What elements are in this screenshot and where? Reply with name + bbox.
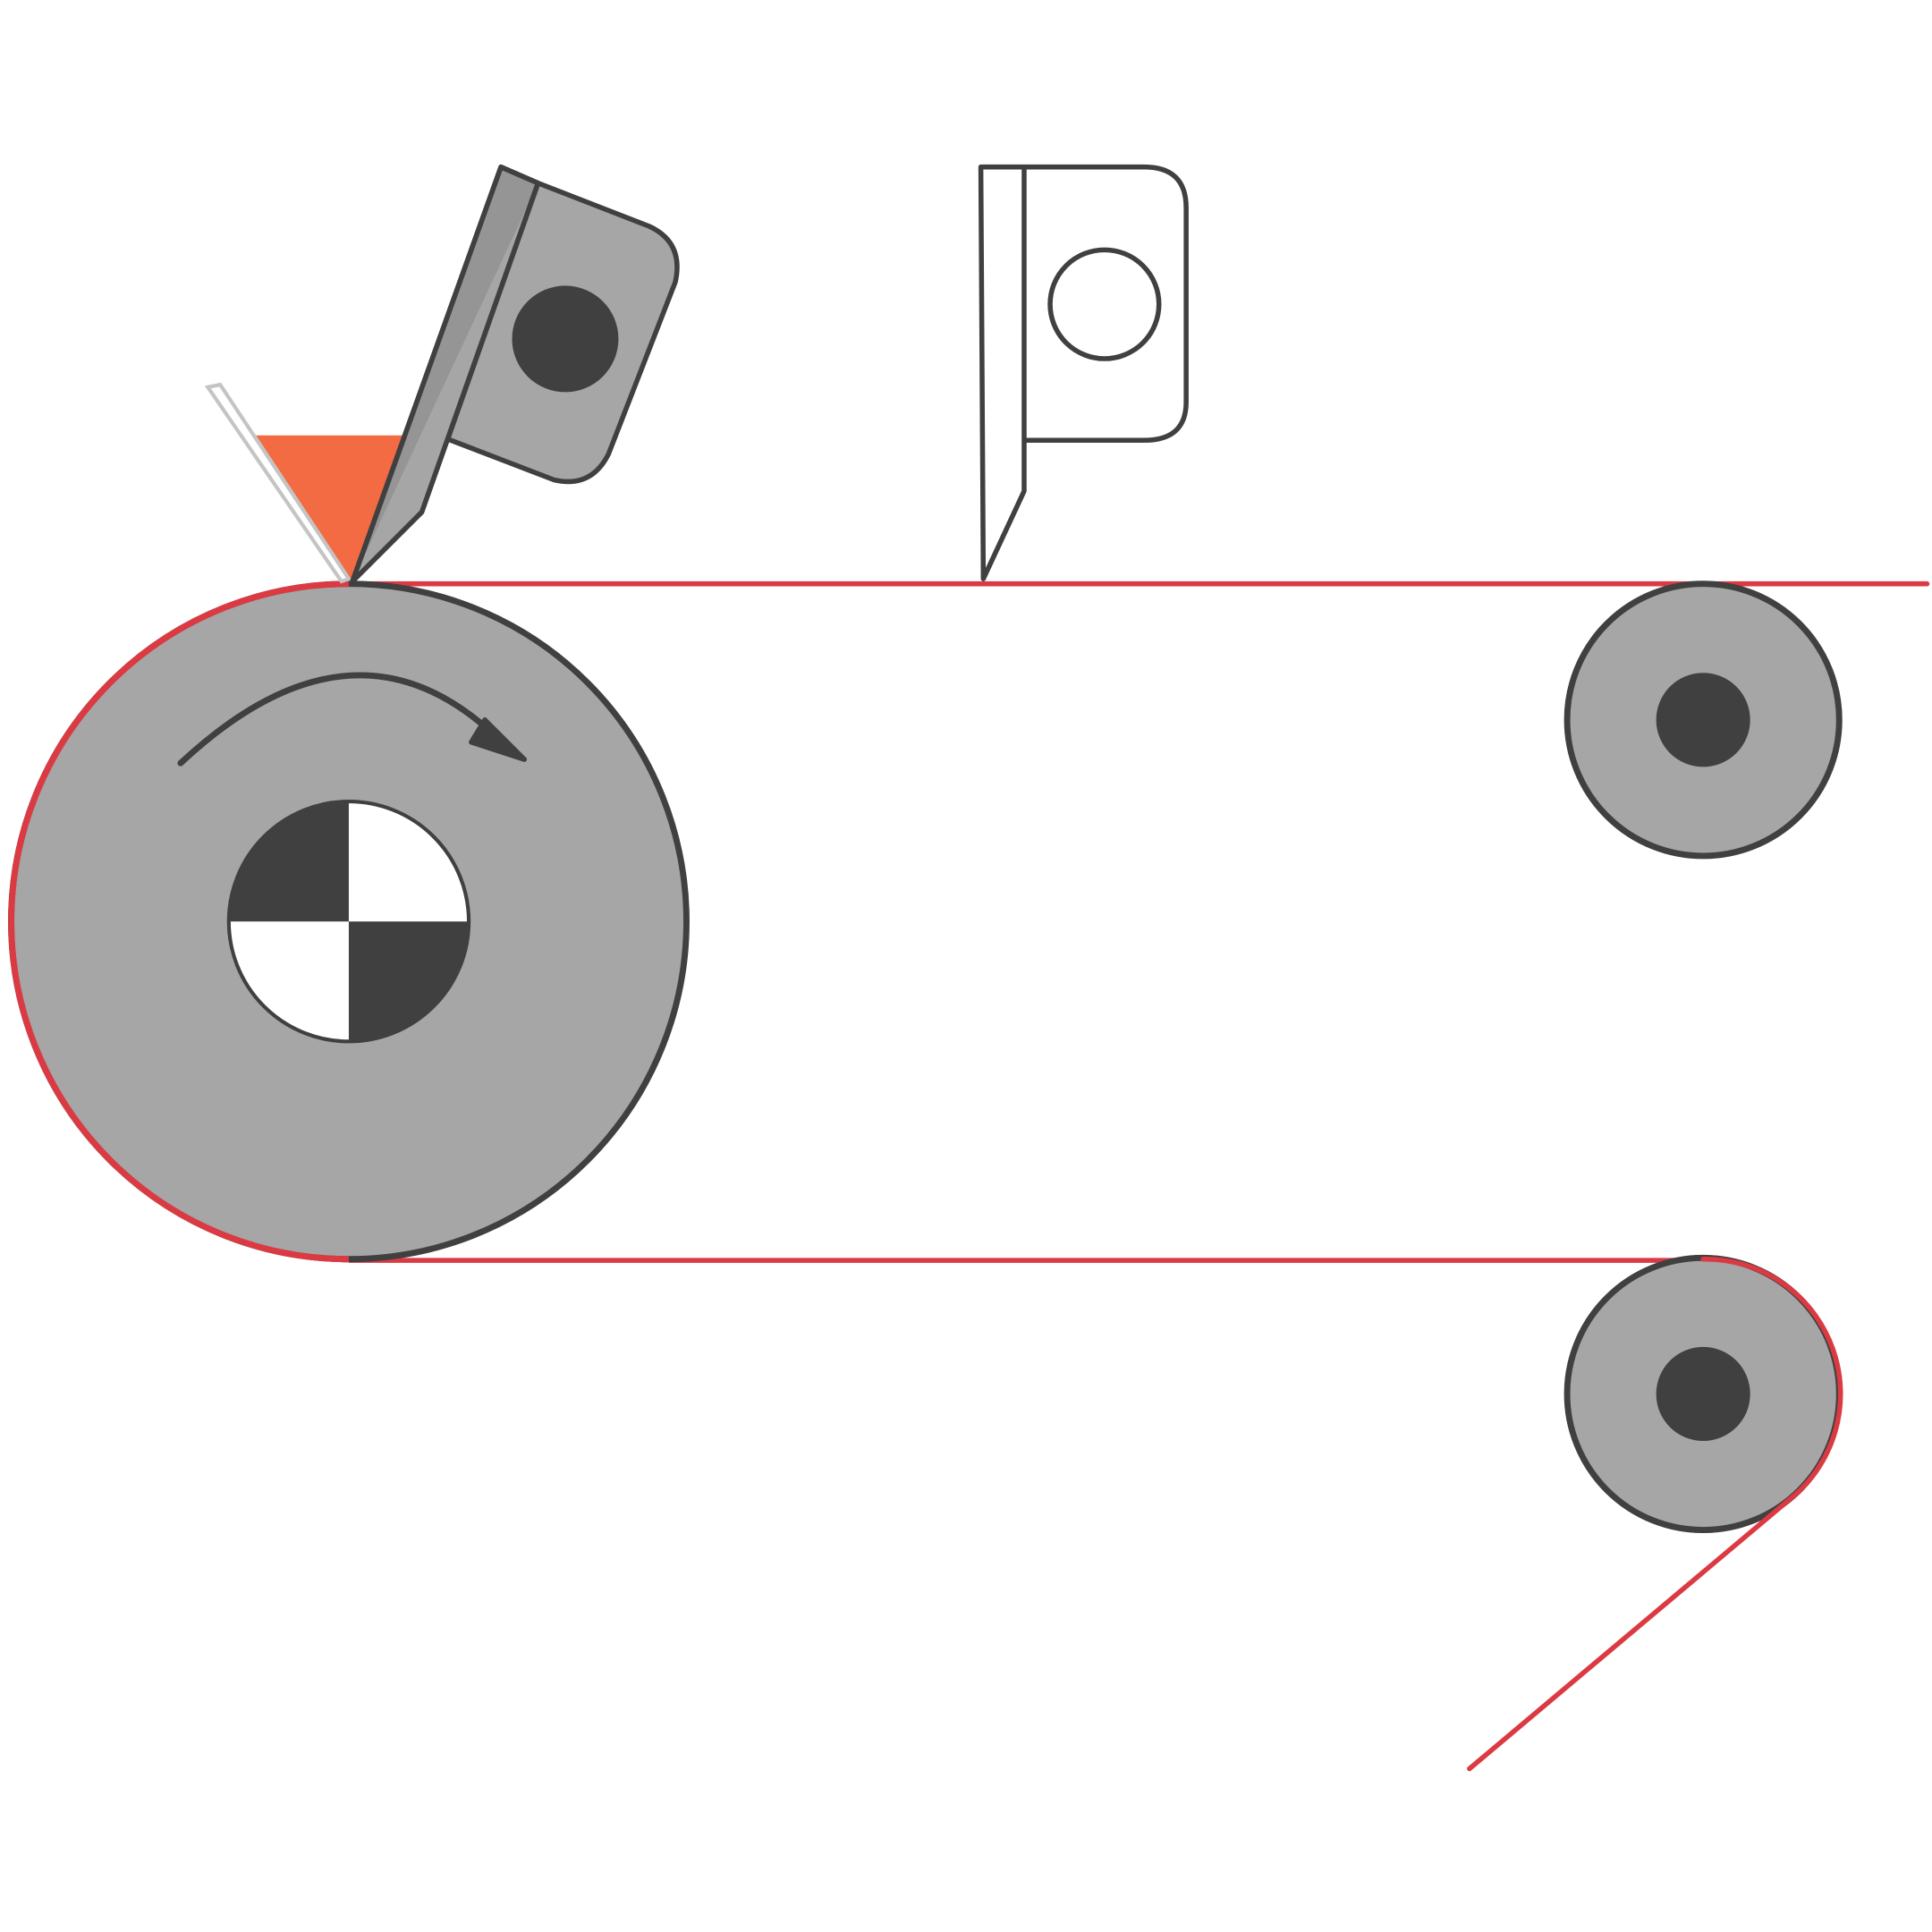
web-wrap-main-roller <box>7 580 349 1263</box>
roller-center-mark-icon <box>226 800 471 1044</box>
doctor-blade <box>204 382 352 584</box>
idler-roller-bottom <box>1467 1254 1843 1772</box>
main-roller <box>7 580 690 1263</box>
idler-roller-top <box>1563 580 1843 860</box>
holder-pivot-icon <box>512 285 619 393</box>
cutting-knife <box>978 164 1189 581</box>
web-wrap-lower-roller <box>1467 1256 1843 1772</box>
rotation-arrow-icon <box>177 672 528 767</box>
knife-mount-hole-icon <box>1047 247 1162 361</box>
blade-holder <box>350 164 680 584</box>
coating-fluid <box>256 435 403 581</box>
